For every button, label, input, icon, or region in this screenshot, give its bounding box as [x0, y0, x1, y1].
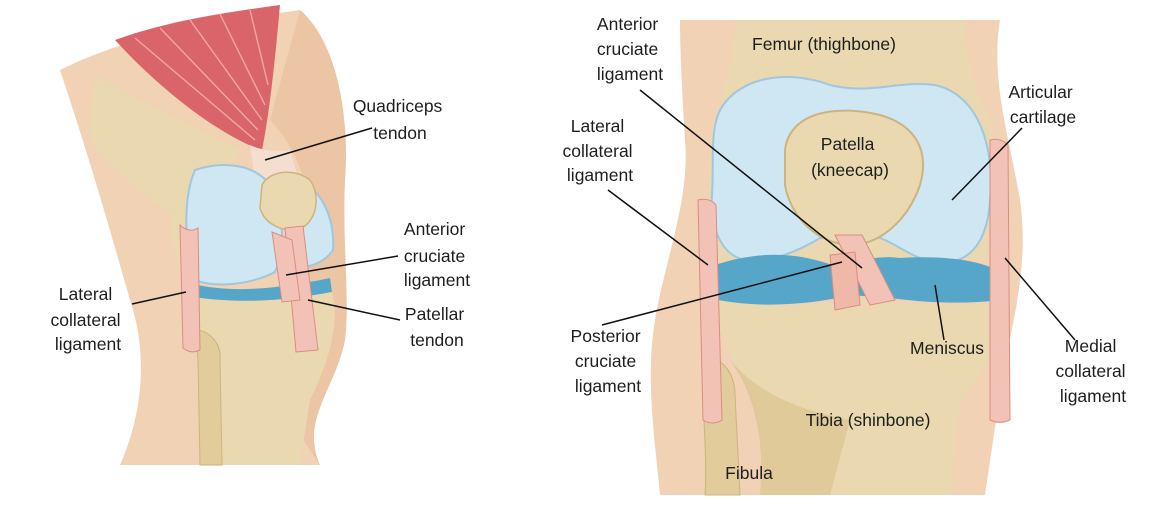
leader-left-acl: [285, 255, 399, 276]
leader-pcl: [601, 261, 843, 326]
leader-meniscus: [934, 284, 945, 341]
label-mcl: Medial collateral ligament: [1056, 336, 1131, 406]
right-medial-collateral-ligament: [989, 138, 1011, 423]
leader-mcl: [1004, 257, 1076, 341]
label-quadriceps-tendon: Quadriceps tendon: [353, 96, 447, 143]
right-lateral-collateral-ligament: [697, 198, 723, 424]
left-lateral-collateral-ligament: [179, 223, 201, 353]
label-meniscus: Meniscus: [910, 338, 984, 358]
right-pcl: [829, 251, 861, 311]
label-tibia: Tibia (shinbone): [806, 410, 931, 430]
leader-quadriceps-tendon: [264, 127, 373, 161]
left-acl: [271, 231, 301, 303]
right-patella: [784, 109, 925, 247]
labels: Quadriceps tendon Anterior cruciate liga…: [51, 14, 1131, 483]
left-quadriceps-muscle: [115, 5, 280, 150]
label-left-acl: Anterior cruciate ligament: [404, 219, 470, 290]
leader-right-acl: [639, 89, 863, 269]
label-right-lcl: Lateral collateral ligament: [563, 116, 638, 185]
label-left-lcl: Lateral collateral ligament: [51, 284, 126, 354]
leader-right-lcl: [607, 189, 709, 266]
left-patella: [259, 171, 317, 231]
label-right-acl: Anterior cruciate ligament: [597, 14, 663, 84]
right-tibia-shadow: [730, 360, 850, 495]
leader-patellar-tendon: [307, 299, 401, 321]
leader-lines: [131, 89, 1076, 341]
left-fibula: [194, 329, 223, 466]
label-patella: Patella (kneecap): [811, 134, 889, 180]
label-femur: Femur (thighbone): [752, 34, 896, 54]
leader-left-lcl: [131, 291, 187, 305]
left-knee-illustration: [60, 5, 347, 466]
label-articular-cartilage: Articular cartilage: [1008, 82, 1077, 127]
leader-articular-cartilage: [951, 127, 1023, 201]
label-patellar-tendon: Patellar tendon: [405, 304, 469, 350]
right-knee-illustration: [650, 20, 1023, 496]
label-pcl: Posterior cruciate ligament: [571, 326, 646, 396]
label-fibula: Fibula: [725, 463, 773, 483]
